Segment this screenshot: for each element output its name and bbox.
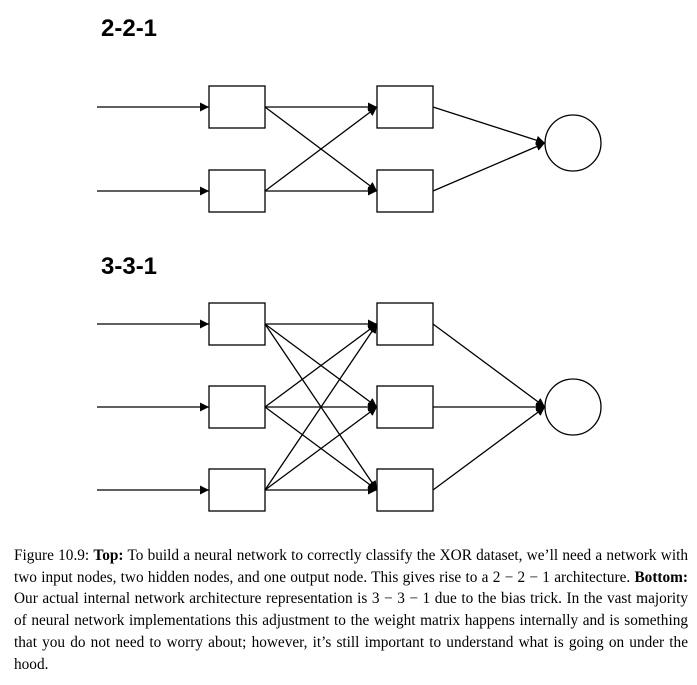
input-node (208, 385, 266, 429)
diagram-title-3-3-1: 3-3-1 (101, 253, 157, 280)
caption-bottom-label: Bottom: (634, 568, 688, 586)
caption-top-label: Top: (93, 547, 124, 564)
connection-edge (264, 323, 378, 408)
network-2-2-1 (97, 85, 602, 213)
connection-edge (264, 406, 378, 491)
output-edge (432, 323, 546, 408)
hidden-node (376, 85, 434, 129)
diagram-2-2-1: 2-2-1 (97, 15, 602, 213)
connection-edge (264, 106, 378, 192)
output-edge (432, 406, 546, 491)
caption-top-text: To build a neural network to correctly c… (14, 547, 688, 586)
output-edge (432, 106, 546, 145)
figure-caption: Figure 10.9: Top: To build a neural netw… (14, 545, 688, 675)
caption-bottom-text: Our actual internal network architecture… (14, 590, 688, 673)
output-edge (432, 142, 546, 192)
diagram-3-3-1: 3-3-1 (97, 253, 602, 512)
output-node (544, 114, 602, 172)
network-3-3-1 (97, 302, 602, 512)
caption-figure-label: Figure 10.9: (14, 547, 90, 564)
hidden-node (376, 468, 434, 512)
input-node (208, 169, 266, 213)
input-node (208, 85, 266, 129)
input-node (208, 468, 266, 512)
hidden-node (376, 169, 434, 213)
input-node (208, 302, 266, 346)
network-diagrams: 2-2-1 3-3-1 (97, 15, 602, 512)
connection-edge (264, 323, 378, 491)
hidden-node (376, 302, 434, 346)
diagram-title-2-2-1: 2-2-1 (101, 15, 157, 42)
output-node (544, 378, 602, 436)
hidden-node (376, 385, 434, 429)
